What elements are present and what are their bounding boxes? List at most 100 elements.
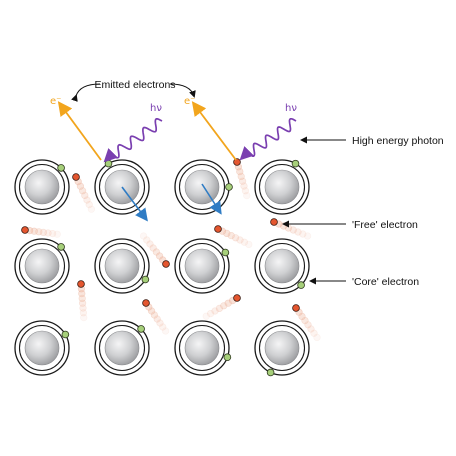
core-electron	[61, 330, 70, 339]
inner-shell	[258, 242, 306, 290]
free-electron	[202, 294, 241, 320]
electron-trail-ghost	[44, 229, 52, 237]
atom	[14, 320, 70, 376]
outer-shell	[14, 238, 70, 294]
free-electron-dot	[21, 226, 29, 234]
electron-trail-ghost	[236, 168, 244, 176]
free-electron-dot	[214, 225, 222, 233]
electron-trail-ghost	[150, 311, 158, 319]
electron-trail-ghost	[223, 229, 231, 237]
core-electron	[225, 183, 233, 191]
electron-trail-ghost	[304, 232, 312, 240]
electron-trail-ghost	[79, 304, 87, 312]
free-electron	[270, 218, 312, 240]
inner-shell	[98, 242, 146, 290]
electron-trail-ghost	[298, 312, 306, 321]
free-electron-dot	[292, 304, 300, 312]
electron-trail-ghost	[243, 192, 251, 200]
electron-trail-ghost	[48, 230, 57, 238]
nucleus	[184, 330, 220, 366]
electron-trail-ghost	[239, 177, 247, 185]
free-electron-label: 'Free' electron	[352, 219, 418, 231]
core-electron	[297, 281, 305, 289]
free-electron-callout: 'Free' electron	[282, 219, 418, 231]
electron-trail-ghost	[149, 244, 157, 252]
electron-trail-ghost	[227, 232, 235, 240]
electron-trail-ghost	[245, 240, 253, 248]
electron-trail-ghost	[215, 304, 223, 313]
electron-trail-ghost	[35, 228, 43, 236]
outer-shell	[14, 320, 70, 376]
atom	[174, 320, 232, 376]
electron-trail-ghost	[140, 232, 148, 240]
electron-trail-ghost	[207, 310, 215, 318]
photon-symbol-right: hν	[285, 103, 297, 114]
atom	[14, 159, 70, 215]
emitted-electrons-label: Emitted electrons	[94, 79, 175, 91]
electron-trail-ghost	[301, 317, 309, 325]
core-electron	[223, 353, 232, 362]
electron-trail-ghost	[78, 294, 86, 303]
electron-trail-ghost	[236, 236, 244, 244]
atom	[254, 238, 310, 294]
core-electron	[104, 159, 113, 168]
inner-shell	[98, 163, 146, 211]
electron-trail-ghost	[211, 307, 219, 315]
electron-trail-ghost	[152, 248, 160, 256]
nucleus	[264, 169, 300, 205]
core-electron	[291, 159, 300, 168]
electron-trail-ghost	[241, 187, 249, 195]
photon-symbol-left: hν	[150, 103, 162, 114]
electron-trail-ghost	[79, 309, 87, 317]
nucleus	[24, 169, 60, 205]
electron-trail-ghost	[156, 319, 164, 327]
electron-trail-ghost	[153, 315, 161, 323]
nucleus	[24, 330, 60, 366]
electron-trail-ghost	[307, 325, 315, 333]
core-electron	[141, 275, 150, 284]
electron-trail-ghost	[30, 227, 38, 235]
core-electron	[266, 368, 275, 377]
electron-trail-ghost	[162, 327, 170, 335]
core-electron	[57, 164, 65, 172]
core-electron	[221, 248, 230, 257]
free-electron	[233, 158, 251, 200]
electron-trail-ghost	[232, 234, 240, 242]
electron-trail-ghost	[85, 201, 93, 209]
electron-trail-ghost	[299, 230, 307, 238]
nucleus	[184, 169, 220, 205]
electron-trail-ghost	[240, 182, 248, 190]
electron-trail-ghost	[78, 299, 87, 307]
emitted-electron-right: e⁻	[184, 96, 237, 161]
high-energy-photon-label: High energy photon	[352, 135, 444, 147]
inner-shell	[178, 242, 226, 290]
atom	[254, 320, 310, 377]
nucleus	[264, 248, 300, 284]
atom	[174, 159, 233, 215]
electron-trail-ghost	[143, 236, 151, 244]
core-electron-callout: 'Core' electron	[309, 276, 419, 288]
high-energy-photon-callout: High energy photon	[300, 135, 444, 147]
electron-trail-ghost	[53, 230, 61, 238]
outer-shell	[94, 159, 150, 215]
electron-trail-ghost	[80, 314, 88, 322]
electron-trail-ghost	[87, 205, 95, 213]
emitted-electrons-bracket: Emitted electrons	[71, 79, 196, 102]
free-electron	[72, 173, 95, 213]
outer-shell	[94, 320, 150, 376]
atom	[174, 238, 230, 294]
electron-trail-ghost	[146, 240, 154, 248]
inner-shell	[18, 324, 66, 372]
electron-trail-ghost	[310, 329, 318, 337]
electron-trail-ghost	[148, 307, 156, 315]
inner-shell	[18, 163, 66, 211]
electron-trail-ghost	[220, 302, 228, 310]
electron-trail-ghost	[313, 333, 321, 342]
free-electron	[214, 225, 253, 248]
electron-trail-ghost	[156, 252, 164, 260]
electron-trail-ghost	[81, 191, 89, 199]
free-electron-dot	[233, 294, 241, 302]
inner-shell	[18, 242, 66, 290]
